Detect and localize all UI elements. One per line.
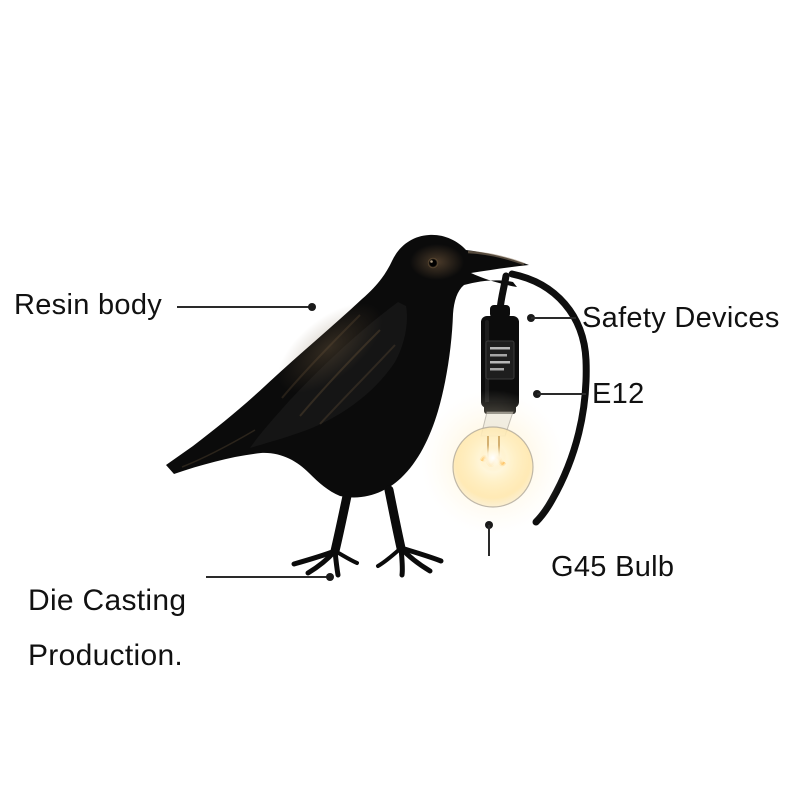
crow-legs [291, 485, 444, 578]
light-bulb [421, 390, 565, 534]
label-die-casting-line1: Die Casting [28, 584, 187, 617]
label-e12: E12 [592, 378, 645, 410]
callout-safety-devices [527, 314, 576, 322]
crow-eye [427, 257, 439, 269]
callout-g45-bulb [485, 521, 493, 556]
callout-die-casting [206, 573, 334, 581]
tail-feather-line [181, 429, 256, 468]
socket-label [485, 340, 515, 380]
crow-figure [166, 234, 529, 578]
bulb-hotspot [479, 444, 507, 472]
back-sheen [277, 303, 383, 393]
lamp-socket [481, 305, 519, 414]
callout-e12 [533, 390, 586, 398]
callout-lines [177, 303, 586, 581]
eye-highlight [430, 260, 433, 263]
callout-resin-body [177, 303, 316, 311]
beak-highlight [467, 250, 525, 266]
label-die-casting-line2: Production. [28, 639, 184, 672]
label-g45-bulb: G45 Bulb [551, 551, 675, 583]
label-resin-body: Resin body [14, 289, 163, 321]
feather-line [319, 344, 396, 425]
label-safety-devices: Safety Devices [582, 302, 780, 334]
callout-dot [326, 573, 334, 581]
callout-dot [308, 303, 316, 311]
